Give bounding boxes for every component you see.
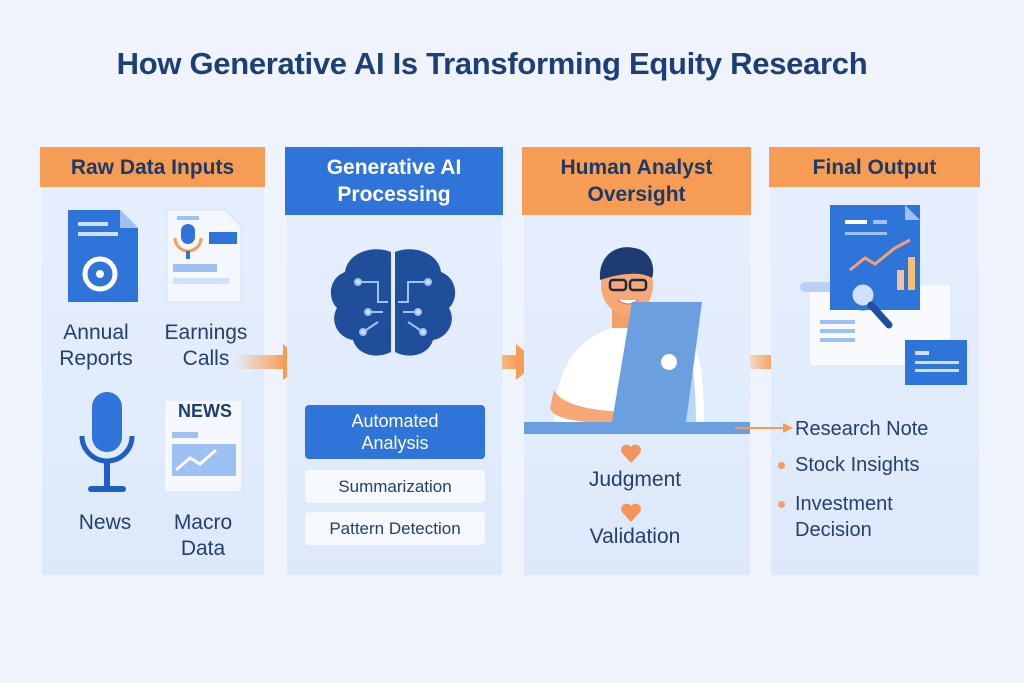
- automated-analysis-label: Automated Analysis: [351, 411, 439, 453]
- connector-arrow-icon: [735, 423, 793, 433]
- summarization-step: Summarization: [305, 470, 485, 503]
- stock-insights-label: Stock Insights: [795, 454, 920, 476]
- automated-analysis-step: Automated Analysis: [305, 405, 485, 459]
- stock-insights-item: Stock Insights: [778, 452, 920, 478]
- investment-decision-item: Investment Decision: [778, 491, 925, 543]
- brain-circuit-icon: [330, 249, 456, 356]
- ai-processing-header: Generative AI Processing: [285, 147, 503, 215]
- human-oversight-header: Human Analyst Oversight: [522, 147, 751, 215]
- investment-decision-label: Investment Decision: [795, 493, 893, 541]
- microphone-icon: [79, 392, 135, 492]
- research-report-icon: [800, 205, 967, 385]
- research-note-item: Research Note: [795, 418, 929, 440]
- bullet-dot: [778, 501, 785, 508]
- ai-processing-header-text: Generative AI Processing: [326, 156, 462, 206]
- earnings-call-icon: [166, 209, 242, 303]
- page-title: How Generative AI Is Transforming Equity…: [116, 46, 868, 81]
- validation-label: Validation: [589, 525, 681, 548]
- macro-data-label: Macro Data: [173, 511, 233, 560]
- bullet-dot: [778, 462, 785, 470]
- news-label: News: [78, 511, 132, 534]
- annual-reports-label: Annual Reports: [59, 321, 133, 370]
- news-badge: NEWS: [178, 401, 232, 421]
- analyst-at-laptop-illustration: [524, 247, 750, 434]
- heart-icon: [621, 503, 641, 522]
- final-output-header: Final Output: [769, 147, 980, 187]
- news-icon: [163, 399, 243, 493]
- pattern-detection-step: Pattern Detection: [305, 512, 485, 545]
- human-oversight-header-text: Human Analyst Oversight: [560, 156, 713, 206]
- judgment-label: Judgment: [588, 468, 682, 491]
- raw-data-header: Raw Data Inputs: [40, 147, 265, 187]
- heart-icon: [621, 444, 641, 463]
- annual-report-icon: [68, 210, 138, 302]
- ai-processing-panel: [287, 150, 502, 575]
- earnings-calls-label: Earnings Calls: [164, 321, 248, 370]
